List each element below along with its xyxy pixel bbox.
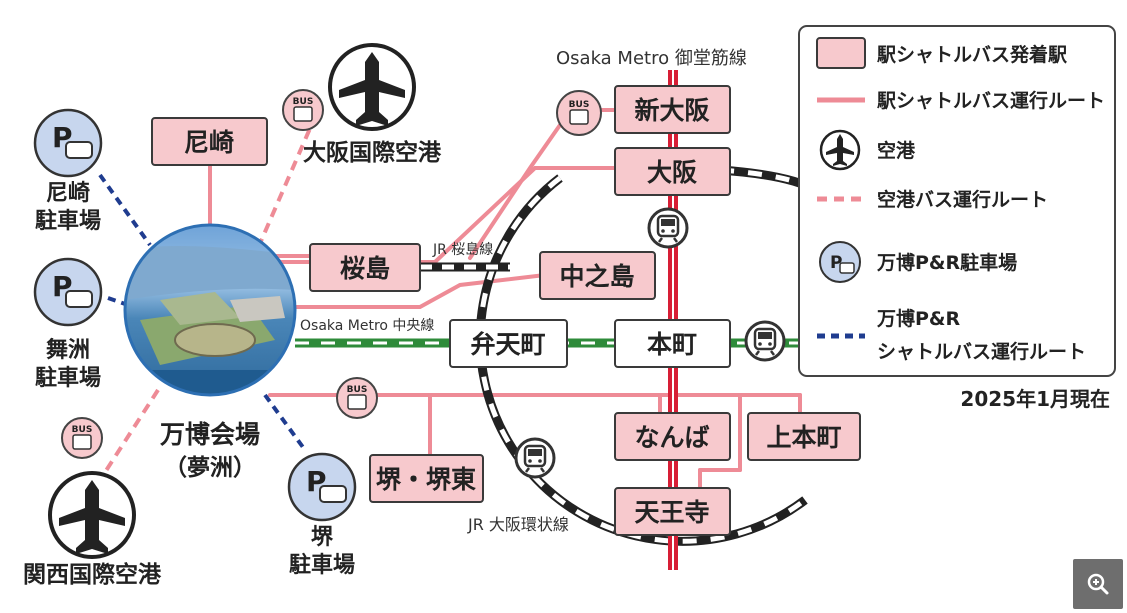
station-uehommachi: 上本町: [766, 423, 841, 452]
midosuji-label-bg: [552, 44, 792, 70]
station-osaka: 大阪: [647, 158, 697, 187]
parking-icon: P: [33, 108, 103, 178]
train-icon: [647, 207, 689, 249]
route-shin-osaka: [468, 123, 562, 260]
station-amagasaki-box: [151, 117, 268, 166]
station-tennoji: 天王寺: [634, 498, 709, 527]
station-bentencho: 弁天町: [470, 330, 545, 359]
legend-airport-label: 空港: [877, 139, 916, 162]
parking-icon: P: [33, 257, 103, 327]
airplane-icon: [328, 43, 416, 131]
parking-maishima-line2: 駐車場: [35, 365, 101, 391]
station-bentencho-box: [449, 319, 568, 368]
bus-icon-text: BUS: [347, 385, 368, 395]
legend-parking-route-label-2: シャトルバス運行ルート: [877, 340, 1086, 363]
legend-airport-route-label: 空港バス運行ルート: [877, 188, 1048, 211]
bus-icon: BUS: [556, 90, 602, 136]
parking-amagasaki-line1: 尼崎: [46, 181, 90, 206]
station-nakanoshima-box: [539, 251, 656, 300]
airplane-icon: [819, 129, 861, 171]
station-namba-box: [614, 412, 731, 461]
station-honmachi-box: [614, 319, 731, 368]
parking-sakai-line2: 駐車場: [289, 552, 355, 578]
line-label-jr-loop: JR 大阪環状線: [467, 515, 569, 534]
bus-icon: BUS: [282, 89, 324, 131]
route-park-amagasaki: [98, 173, 152, 247]
date-note: 2025年1月現在: [960, 387, 1110, 411]
station-shin-osaka-box: [614, 85, 731, 134]
station-sakurajima: 桜島: [340, 254, 390, 283]
legend: 駅シャトルバス発着駅 駅シャトルバス運行ルート 空港 空港バス運行ルート P 万…: [798, 25, 1116, 377]
airplane-icon: [48, 471, 136, 559]
airport-routes: [98, 109, 320, 482]
parking-icon: P: [819, 241, 861, 283]
legend-parking-label: 万博P&R駐車場: [876, 251, 1017, 274]
legend-parking-route-label-1: 万博P&R: [876, 307, 960, 330]
station-sakai-box: [369, 454, 484, 503]
line-label-midosuji: Osaka Metro 御堂筋線: [556, 48, 747, 69]
legend-route-label: 駅シャトルバス運行ルート: [876, 89, 1105, 112]
train-icon: [744, 320, 786, 362]
venue-name: 万博会場: [160, 420, 260, 449]
zoom-in-icon: [1087, 573, 1109, 595]
station-shin-osaka: 新大阪: [634, 96, 709, 125]
parking-amagasaki-line2: 駐車場: [35, 208, 101, 234]
station-sakurajima-box: [309, 243, 421, 292]
legend-station-swatch: [816, 37, 866, 69]
airport-kansai: 関西国際空港: [23, 561, 162, 588]
station-honmachi: 本町: [647, 330, 697, 359]
station-nakanoshima: 中之島: [559, 262, 634, 291]
train-icon: [514, 437, 556, 479]
venue-sub: （夢洲）: [164, 454, 256, 481]
line-label-jr-yumesaki: JR 桜島線: [432, 242, 493, 258]
bus-icon: BUS: [61, 417, 103, 459]
bus-icon-text: BUS: [72, 425, 93, 435]
route-park-sakai: [263, 393, 307, 452]
parking-sakai-line1: 堺: [311, 525, 334, 550]
zoom-button[interactable]: [1073, 559, 1123, 609]
parking-icon: P: [287, 452, 357, 522]
station-uehommachi-box: [747, 412, 861, 461]
bus-icon-text: BUS: [569, 100, 590, 110]
line-label-chuo: Osaka Metro 中央線: [300, 318, 434, 334]
station-amagasaki: 尼崎: [184, 128, 234, 157]
airport-itami: 大阪国際空港: [303, 139, 442, 166]
route-itami: [256, 109, 320, 249]
route-kansai: [98, 388, 160, 482]
station-namba: なんば: [634, 423, 709, 452]
station-sakai: 堺・堺東: [376, 465, 476, 494]
parking-maishima-line1: 舞洲: [46, 337, 90, 363]
legend-station-label: 駅シャトルバス発着駅: [876, 43, 1068, 66]
route-nakanoshima: [291, 273, 547, 309]
station-osaka-box: [614, 147, 731, 196]
venue-photo: [123, 223, 297, 397]
station-tennoji-box: [614, 487, 731, 536]
bus-icon-text: BUS: [293, 97, 314, 107]
bus-icon: BUS: [336, 377, 378, 419]
